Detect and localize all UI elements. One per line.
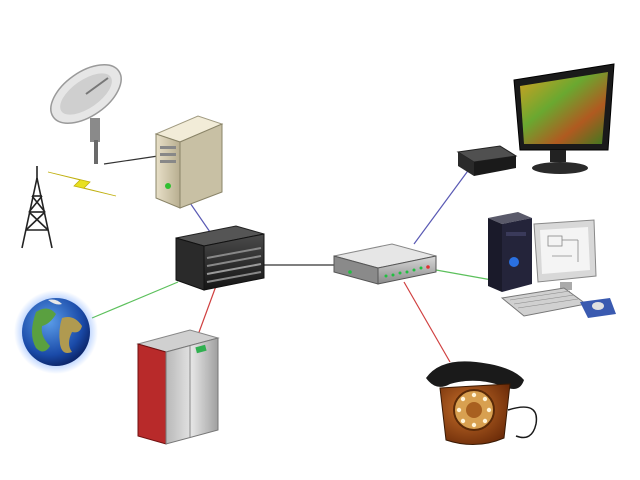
satellite-dish-icon — [50, 64, 122, 164]
link-router-desktop — [435, 269, 493, 281]
connection-lines — [91, 155, 493, 363]
globe-icon — [14, 290, 98, 374]
rotary-telephone-icon — [426, 361, 538, 445]
link-router-monitor — [413, 167, 471, 245]
link-router-phone — [403, 281, 451, 363]
lightning-icon — [47, 171, 117, 197]
radio-tower-icon — [21, 166, 53, 249]
router-icon — [333, 243, 437, 285]
link-globe-switch — [91, 281, 179, 319]
network-switch-icon — [175, 225, 265, 291]
server-tower-icon — [154, 115, 224, 209]
link-mainframe-switch — [197, 285, 217, 336]
mainframe-icon — [136, 329, 220, 445]
link-server-switch — [187, 199, 211, 233]
link-dish-server — [103, 155, 159, 165]
monitor-icon — [456, 63, 615, 176]
desktop-computer-icon — [488, 212, 616, 318]
